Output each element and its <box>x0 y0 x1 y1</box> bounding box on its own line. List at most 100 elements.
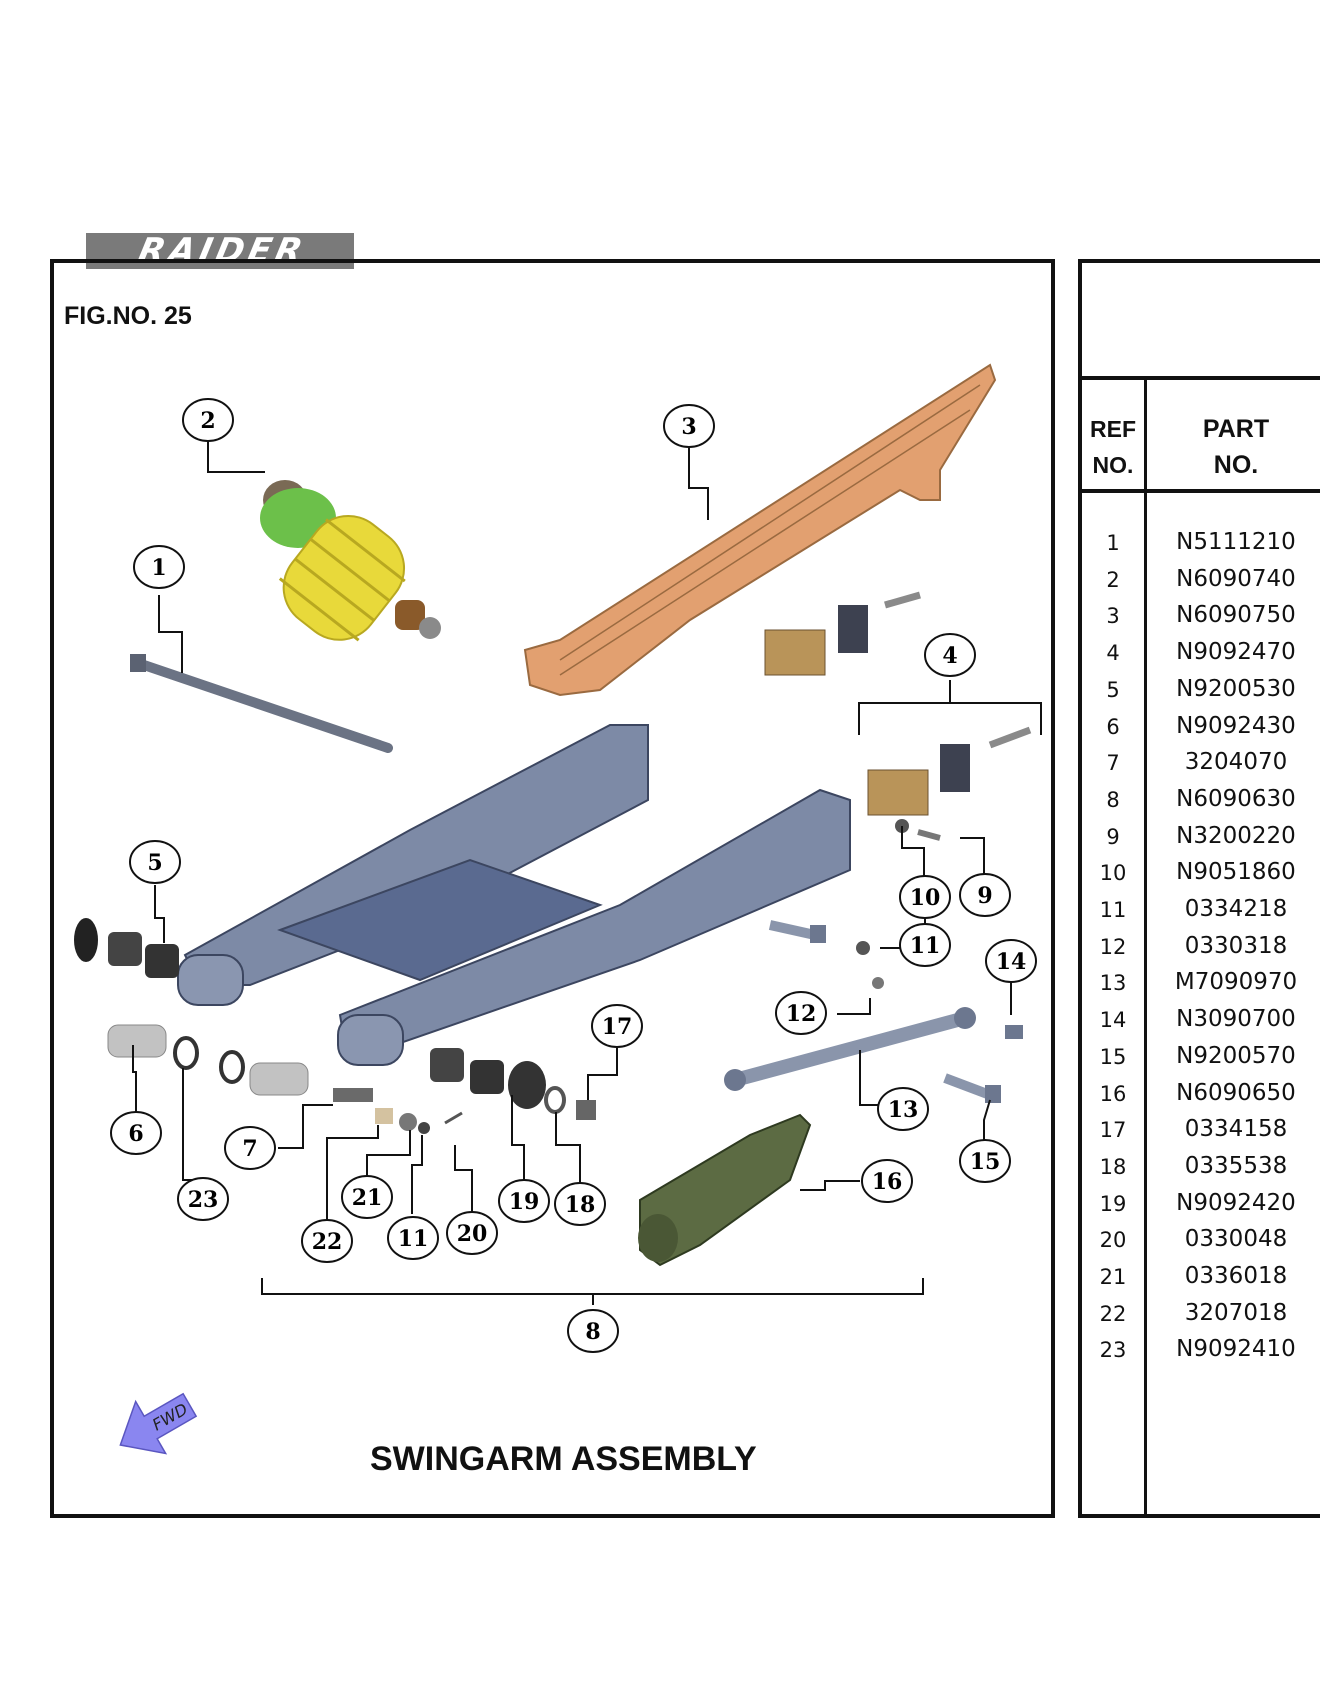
part-swingarm <box>177 724 851 1066</box>
callout-19: 19 <box>498 1179 550 1223</box>
callout-2: 2 <box>182 398 234 442</box>
table-row: 15 N9200570 <box>1082 1039 1320 1075</box>
part-no: N6090650 <box>1176 1079 1296 1106</box>
ref-no: 21 <box>1099 1265 1127 1289</box>
ref-no: 5 <box>1106 677 1120 702</box>
part-chain-adjuster-lower <box>867 726 1032 816</box>
part-no: N9200570 <box>1176 1042 1296 1069</box>
ref-no: 19 <box>1099 1191 1127 1216</box>
callout-17: 17 <box>591 1004 643 1048</box>
part-no: N6090740 <box>1176 565 1296 592</box>
part-no: 0330318 <box>1184 932 1288 959</box>
table-row: 22 3207018 <box>1082 1296 1320 1332</box>
ref-no: 17 <box>1099 1118 1127 1143</box>
ref-no: 14 <box>1099 1008 1127 1033</box>
svg-text:11: 11 <box>398 1226 429 1252</box>
callout-12: 12 <box>775 991 827 1035</box>
part-no: N3200220 <box>1176 822 1296 849</box>
part-no: N6090630 <box>1176 785 1296 812</box>
svg-text:19: 19 <box>509 1189 540 1215</box>
svg-text:14: 14 <box>996 949 1027 975</box>
ref-no: 3 <box>1106 604 1120 629</box>
fwd-arrow-icon: FWD <box>119 1392 198 1455</box>
callout-21: 21 <box>341 1175 393 1219</box>
header-ref-line1: REF <box>1090 416 1136 442</box>
header-part-line2: NO. <box>1213 451 1259 479</box>
callout-10: 10 <box>899 875 951 919</box>
part-shock-absorber <box>260 480 441 642</box>
part-no: 0336018 <box>1184 1263 1288 1289</box>
svg-text:1: 1 <box>151 555 166 581</box>
header-part-line1: PART <box>1202 415 1270 443</box>
part-no: N5111210 <box>1176 529 1296 555</box>
part-no: 3204070 <box>1184 749 1288 776</box>
ref-no: 12 <box>1099 934 1127 959</box>
callout-8: 8 <box>567 1309 619 1353</box>
ref-no: 1 <box>1106 531 1120 555</box>
figure-number: FIG.NO. 25 <box>64 302 192 330</box>
callout-23: 23 <box>177 1177 229 1221</box>
part-no: N9092410 <box>1176 1336 1296 1363</box>
ref-no: 9 <box>1106 824 1120 849</box>
part-chain-adjuster-upper <box>764 591 921 676</box>
ref-no: 7 <box>1106 751 1120 776</box>
svg-text:22: 22 <box>312 1229 343 1255</box>
svg-text:5: 5 <box>147 850 162 876</box>
part-no: N3090700 <box>1176 1006 1296 1033</box>
table-row: 3 N6090750 <box>1082 598 1320 634</box>
callout-1: 1 <box>133 545 185 589</box>
part-no: 0334218 <box>1184 896 1288 922</box>
part-chain-slider <box>638 1113 812 1267</box>
table-row: 9 N3200220 <box>1082 819 1320 855</box>
svg-text:RAIDER: RAIDER <box>135 233 310 269</box>
table-row: 12 0330318 <box>1082 929 1320 965</box>
header-ref-line2: NO. <box>1092 452 1134 478</box>
svg-text:16: 16 <box>872 1169 903 1195</box>
ref-no: 15 <box>1099 1044 1127 1069</box>
ref-no: 2 <box>1106 567 1120 592</box>
svg-text:10: 10 <box>910 885 941 911</box>
callout-13: 13 <box>877 1087 929 1131</box>
ref-no: 22 <box>1099 1301 1127 1326</box>
part-collar-and-seal <box>107 1024 309 1096</box>
svg-text:20: 20 <box>457 1221 488 1247</box>
part-no: 3207018 <box>1184 1299 1288 1326</box>
ref-no: 4 <box>1106 641 1120 666</box>
ref-no: 10 <box>1099 861 1127 886</box>
svg-text:12: 12 <box>786 1001 817 1027</box>
ref-no: 13 <box>1099 971 1127 996</box>
part-chain-guard <box>523 363 997 697</box>
callout-11: 11 <box>387 1216 439 1260</box>
leader-lines <box>132 440 1012 1305</box>
callout-11: 11 <box>899 923 951 967</box>
table-row: 21 0336018 <box>1082 1259 1320 1295</box>
ref-no: 6 <box>1106 714 1120 739</box>
svg-text:4: 4 <box>942 643 957 669</box>
svg-text:23: 23 <box>188 1187 219 1213</box>
callout-5: 5 <box>129 840 181 884</box>
svg-text:7: 7 <box>242 1136 257 1162</box>
svg-text:15: 15 <box>970 1149 1001 1175</box>
callout-14: 14 <box>985 939 1037 983</box>
ref-no: 11 <box>1099 898 1127 922</box>
callout-3: 3 <box>663 404 715 448</box>
part-no: N9051860 <box>1176 859 1296 886</box>
svg-text:21: 21 <box>352 1185 383 1211</box>
svg-text:8: 8 <box>585 1319 600 1345</box>
part-no: 0335538 <box>1184 1152 1288 1179</box>
svg-text:18: 18 <box>565 1192 596 1218</box>
part-no: N6090750 <box>1176 602 1296 629</box>
part-no: 0330048 <box>1184 1226 1288 1253</box>
svg-text:11: 11 <box>910 933 941 959</box>
